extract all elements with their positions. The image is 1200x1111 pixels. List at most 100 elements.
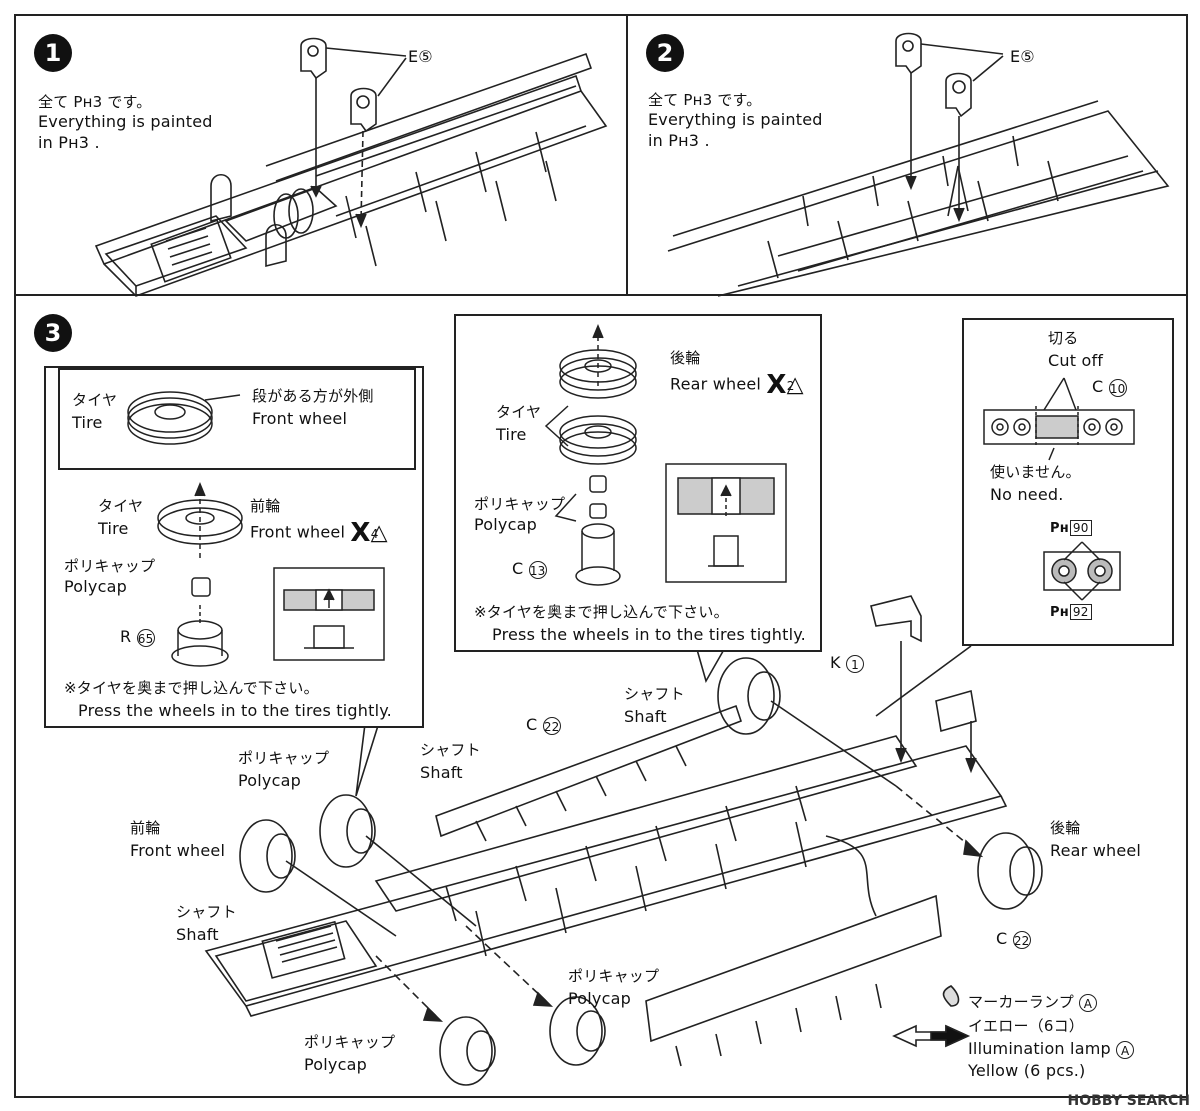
front-wheel-label-jp: 前輪	[130, 819, 161, 837]
rear-polycap-en: Polycap	[474, 515, 537, 534]
rear-wheel-callout: 後輪 Rear wheel X△2 タイヤ Tire ポリキャップ Polyca…	[454, 314, 822, 652]
front-tire-inset-illustration	[127, 391, 241, 445]
rear-note-jp: ※タイヤを奥まで押し込んで下さい。	[474, 603, 729, 621]
step3-number-badge: 3	[34, 314, 72, 352]
shaft-mid-jp: シャフト	[420, 741, 481, 759]
front-tire-en: Tire	[98, 519, 129, 538]
polycap-bottom-jp: ポリキャップ	[304, 1033, 396, 1051]
step1-number-badge: 1	[34, 34, 72, 72]
front-inset-outer-jp: 段がある方が外側	[252, 387, 374, 405]
front-wheel-parts-illustration	[157, 482, 385, 667]
marker-lamp-jp: マーカーランプ A	[968, 992, 1097, 1013]
polycap-top-en: Polycap	[238, 771, 301, 790]
step1-part-label: E⑤	[408, 47, 433, 66]
step1-note-jp: 全て Pʜ3 です。	[38, 93, 152, 111]
step1-chassis-illustration	[94, 37, 608, 297]
front-polycap-jp: ポリキャップ	[64, 557, 156, 575]
step2-note-en-line2: in Pʜ3 .	[648, 131, 710, 150]
front-inset-outer-en: Front wheel	[252, 409, 348, 428]
rear-wheel-en-text: Rear wheel	[670, 374, 762, 394]
rear-wheel-en: Rear wheel X△2	[670, 370, 804, 400]
rear-part-letter: C	[512, 559, 524, 578]
front-inset-tire-jp: タイヤ	[72, 391, 118, 409]
c22-top-part-ref: C 22	[526, 714, 561, 735]
front-part-number: 65	[136, 628, 155, 647]
rear-polycap-jp: ポリキャップ	[474, 495, 566, 513]
step1-note-en-line2: in Pʜ3 .	[38, 133, 100, 152]
front-tire-jp: タイヤ	[98, 497, 144, 515]
front-inset-tire-en: Tire	[72, 413, 103, 432]
front-part-ref: R 65	[120, 626, 155, 647]
step2-number-badge: 2	[646, 34, 684, 72]
step2-chassis-illustration	[667, 32, 1170, 297]
ph-code-bottom: 92	[1069, 604, 1092, 620]
k-part-letter: K	[830, 653, 841, 672]
front-wheel-en: Front wheel X△4	[250, 518, 388, 548]
c22-bottom-number: 22	[1012, 930, 1031, 949]
cut-off-parts-illustration	[983, 377, 1135, 601]
shaft-left-jp: シャフト	[176, 903, 237, 921]
polycap-mid-en: Polycap	[568, 989, 631, 1008]
shaft-rear-en: Shaft	[624, 707, 667, 726]
tire-orientation-inset: タイヤ Tire 段がある方が外側 Front wheel	[58, 368, 416, 470]
step3-assembly-illustration	[160, 465, 1043, 1086]
no-need-en: No need.	[990, 485, 1064, 504]
c22-bottom-part-ref: C 22	[996, 928, 1031, 949]
marker-lamp-part: A	[1078, 993, 1097, 1012]
cut-off-part-ref: C 10	[1092, 376, 1127, 397]
rear-note-en: Press the wheels in to the tires tightly…	[492, 625, 806, 644]
front-wheel-qty-mark: X	[350, 518, 371, 548]
cut-part-number: 10	[1108, 378, 1127, 397]
step2-note-jp: 全て Pʜ3 です。	[648, 91, 762, 109]
step1-note-en-line1: Everything is painted	[38, 112, 213, 131]
k-part-number: 1	[846, 654, 864, 673]
front-wheel-callout: タイヤ Tire 段がある方が外側 Front wheel タイ	[44, 366, 424, 728]
front-note-en: Press the wheels in to the tires tightly…	[78, 701, 392, 720]
ph-mark-bottom: Pʜ	[1050, 605, 1069, 620]
rear-wheel-qty-num: 2	[786, 378, 795, 393]
c22-bottom-letter: C	[996, 929, 1008, 948]
front-wheel-en-text: Front wheel	[250, 522, 346, 542]
rear-wheel-jp: 後輪	[670, 349, 701, 367]
polycap-bottom-en: Polycap	[304, 1055, 367, 1074]
rear-wheel-qty-triangle: △	[786, 372, 804, 398]
no-need-jp: 使いません。	[990, 463, 1081, 481]
front-polycap-en: Polycap	[64, 577, 127, 596]
ph-code-top: 90	[1069, 520, 1092, 536]
step2-part-label: E⑤	[1010, 47, 1035, 66]
polycap-top-jp: ポリキャップ	[238, 749, 330, 767]
front-wheel-qty-triangle: △	[370, 520, 388, 546]
rear-part-number: 13	[528, 560, 547, 579]
step3-panel: 3 タイヤ Tire 段がある方が外側 Front wheel	[14, 294, 1188, 1098]
shaft-mid-en: Shaft	[420, 763, 463, 782]
front-wheel-qty-num: 4	[370, 526, 379, 541]
front-note-jp: ※タイヤを奥まで押し込んで下さい。	[64, 679, 319, 697]
source-watermark: HOBBY SEARCH	[1067, 1093, 1190, 1109]
step2-panel: 2 E⑤ 全て Pʜ3 です。 Everything is painted in…	[626, 14, 1188, 297]
c22-top-letter: C	[526, 715, 538, 734]
rear-tire-jp: タイヤ	[496, 403, 542, 421]
step1-panel: 1 E⑤ 全て Pʜ3 です。 Everything is painted in…	[14, 14, 628, 297]
rear-tire-en: Tire	[496, 425, 527, 444]
yellow-jp: イエロー（6コ）	[968, 1017, 1084, 1035]
illumination-lamp-part: A	[1116, 1040, 1135, 1059]
shaft-left-en: Shaft	[176, 925, 219, 944]
rear-wheel-label-en: Rear wheel	[1050, 841, 1142, 860]
rear-wheel-parts-illustration	[544, 324, 787, 586]
illumination-lamp-en: Illumination lamp A	[968, 1038, 1135, 1059]
rear-wheel-label-jp: 後輪	[1050, 819, 1081, 837]
marker-lamp-jp-text: マーカーランプ	[968, 993, 1074, 1011]
k1-part-ref: K 1	[830, 652, 864, 673]
c22-top-number: 22	[542, 716, 561, 735]
polycap-mid-jp: ポリキャップ	[568, 967, 660, 985]
cut-part-letter: C	[1092, 377, 1104, 396]
cut-off-jp: 切る	[1048, 329, 1079, 347]
step2-note-en-line1: Everything is painted	[648, 110, 823, 129]
rear-part-ref: C 13	[512, 558, 547, 579]
shaft-rear-jp: シャフト	[624, 685, 685, 703]
ph-mark-top: Pʜ	[1050, 521, 1069, 536]
front-wheel-jp: 前輪	[250, 497, 281, 515]
